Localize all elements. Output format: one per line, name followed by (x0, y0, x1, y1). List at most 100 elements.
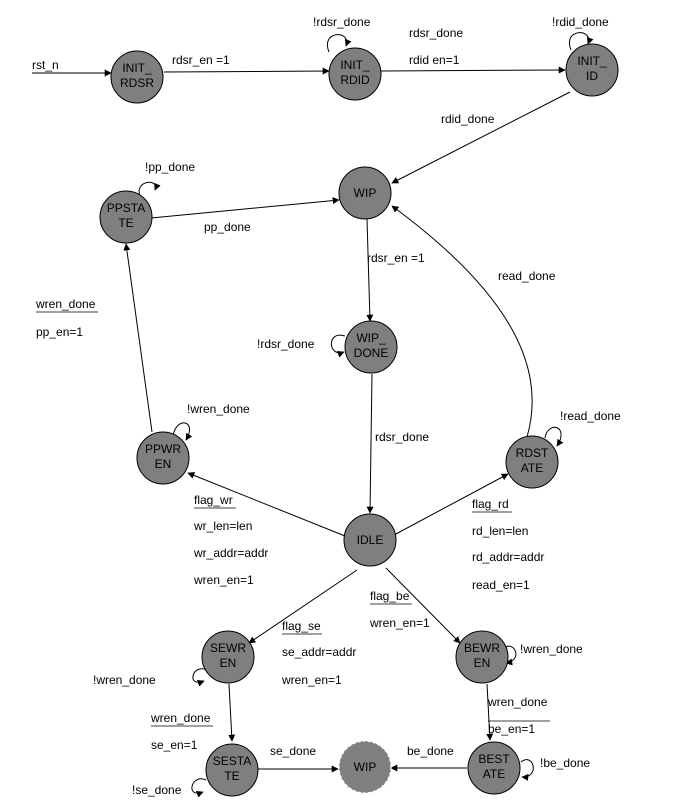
self-loop-bestate (520, 759, 534, 781)
state-ppwren: PPWR EN (136, 431, 190, 485)
label-se-addr: se_addr=addr (282, 645, 356, 659)
label-not-read-done: !read_done (560, 409, 621, 423)
label-wr-addr: wr_addr=addr (193, 546, 268, 560)
label-se-en-1: se_en=1 (151, 738, 198, 752)
label-not-se-done: !se_done (132, 783, 182, 797)
state-idle-line1: IDLE (357, 533, 384, 547)
label-rd-addr: rd_addr=addr (472, 550, 544, 564)
state-wip-bottom: WIP (338, 740, 392, 794)
state-sestate-line1: SESTA (213, 754, 251, 768)
state-init-id-line1: INIT_ (577, 54, 607, 68)
label-rst-n: rst_n (32, 58, 59, 72)
state-wip-top: WIP (338, 166, 392, 220)
state-bestate-line1: BEST (478, 752, 510, 766)
label-wr-len: wr_len=len (193, 519, 252, 533)
edge-ppstate-to-wip (150, 197, 340, 219)
label-flag-rd: flag_rd (472, 497, 509, 511)
state-ppstate: PPSTA TE (99, 190, 153, 244)
self-loop-bewren (503, 645, 517, 666)
state-init-rdsr-line2: RDSR (120, 76, 154, 90)
state-idle: IDLE (343, 513, 397, 567)
label-wren-en-1-wr: wren_en=1 (193, 573, 254, 587)
state-sewren: SEWR EN (201, 630, 255, 684)
state-sewren-line2: EN (220, 656, 237, 670)
state-sestate-line2: TE (224, 769, 239, 783)
state-rdstate-line2: ATE (521, 461, 543, 475)
state-init-rdsr-line1: INIT_ (122, 61, 152, 75)
state-bewren-line2: EN (474, 656, 491, 670)
edge-sewren-to-sestate (228, 683, 236, 742)
state-ppwren-line2: EN (155, 457, 172, 471)
label-pp-en-1: pp_en=1 (36, 325, 83, 339)
state-init-rdid-line2: RDID (340, 73, 370, 87)
state-wip-done-line2: DONE (354, 346, 389, 360)
self-loop-wip-done (330, 334, 346, 358)
state-wip-done-line1: WIP_ (356, 331, 386, 345)
edge-wip-to-wip-done (366, 218, 374, 322)
label-not-wren-done-sewren: !wren_done (93, 673, 156, 687)
self-loop-init-rdid (326, 34, 352, 53)
edge-wip-done-to-idle (366, 373, 374, 514)
state-wip-top-line1: WIP (354, 186, 377, 200)
label-not-rdsr-done-mid: !rdsr_done (257, 337, 315, 351)
state-ppstate-line1: PPSTA (107, 201, 145, 215)
label-be-en-1: be_en=1 (488, 722, 535, 736)
self-loop-ppstate (138, 181, 161, 197)
state-sewren-line1: SEWR (210, 641, 246, 655)
state-wip-done: WIP_ DONE (344, 320, 398, 374)
state-bewren-line1: BEWR (464, 641, 500, 655)
label-flag-be: flag_be (370, 589, 410, 603)
edge-ppwren-to-ppstate (123, 243, 153, 433)
state-rdstate-line1: RDST (516, 446, 549, 460)
label-flag-wr: flag_wr (194, 493, 233, 507)
edge-idle-to-bewren (385, 567, 461, 644)
label-not-wren-done-bewren: !wren_done (520, 642, 583, 656)
label-read-done: read_done (498, 269, 556, 283)
label-wren-en-1-se: wren_en=1 (281, 673, 342, 687)
edge-rdstate-to-wip (391, 205, 533, 438)
self-loop-sestate (191, 778, 207, 798)
self-loop-rdstate (544, 426, 564, 447)
label-be-done: be_done (407, 744, 454, 758)
state-init-rdid: INIT_ RDID (328, 47, 382, 101)
label-rdsr-done-mid: rdsr_done (375, 430, 429, 444)
edge-idle-to-ppwren (187, 472, 346, 537)
label-wren-done-pp: wren_done (35, 297, 96, 311)
edge-init-rdid-to-init-id (380, 66, 566, 74)
edge-bewren-to-bestate (486, 683, 494, 741)
label-read-en-1: read_en=1 (472, 578, 530, 592)
state-wip-bottom-line1: WIP (354, 760, 377, 774)
state-sestate: SESTA TE (205, 743, 259, 797)
edge-idle-to-sewren (248, 569, 358, 644)
label-rdsr-done-top: rdsr_done (409, 26, 463, 40)
state-ppwren-line1: PPWR (145, 442, 181, 456)
edge-idle-to-rdstate (393, 473, 509, 536)
label-rdid-en-1: rdid en=1 (409, 53, 460, 67)
label-rd-len: rd_len=len (472, 524, 528, 538)
self-loop-init-id (568, 32, 594, 51)
state-bestate: BEST ATE (467, 741, 521, 795)
state-rdstate: RDST ATE (505, 435, 559, 489)
state-init-id: INIT_ ID (565, 43, 619, 97)
label-not-wren-done-ppwren: !wren_done (187, 402, 250, 416)
edge-init-rdsr-to-init-rdid (163, 67, 330, 75)
state-init-rdid-line1: INIT_ (340, 58, 370, 72)
state-init-id-line2: ID (586, 69, 598, 83)
state-bestate-line2: ATE (483, 767, 505, 781)
state-init-rdsr: INIT_ RDSR (110, 50, 164, 104)
label-flag-se: flag_se (282, 619, 321, 633)
self-loop-sewren (192, 668, 208, 687)
label-not-rdid-done: !rdid_done (552, 15, 609, 29)
self-loop-ppwren (172, 422, 193, 441)
label-wren-done-se: wren_done (150, 711, 211, 725)
label-wren-done-be: wren_done (487, 695, 548, 709)
label-se-done: se_done (270, 744, 316, 758)
label-not-be-done: !be_done (540, 756, 590, 770)
label-pp-done: pp_done (204, 220, 251, 234)
state-ppstate-line2: TE (118, 216, 133, 230)
edge-init-id-to-wip (391, 91, 571, 184)
label-not-pp-done: !pp_done (145, 160, 195, 174)
label-rdid-done: rdid_done (441, 112, 495, 126)
label-rdsr-en-1-top: rdsr_en =1 (172, 53, 230, 67)
